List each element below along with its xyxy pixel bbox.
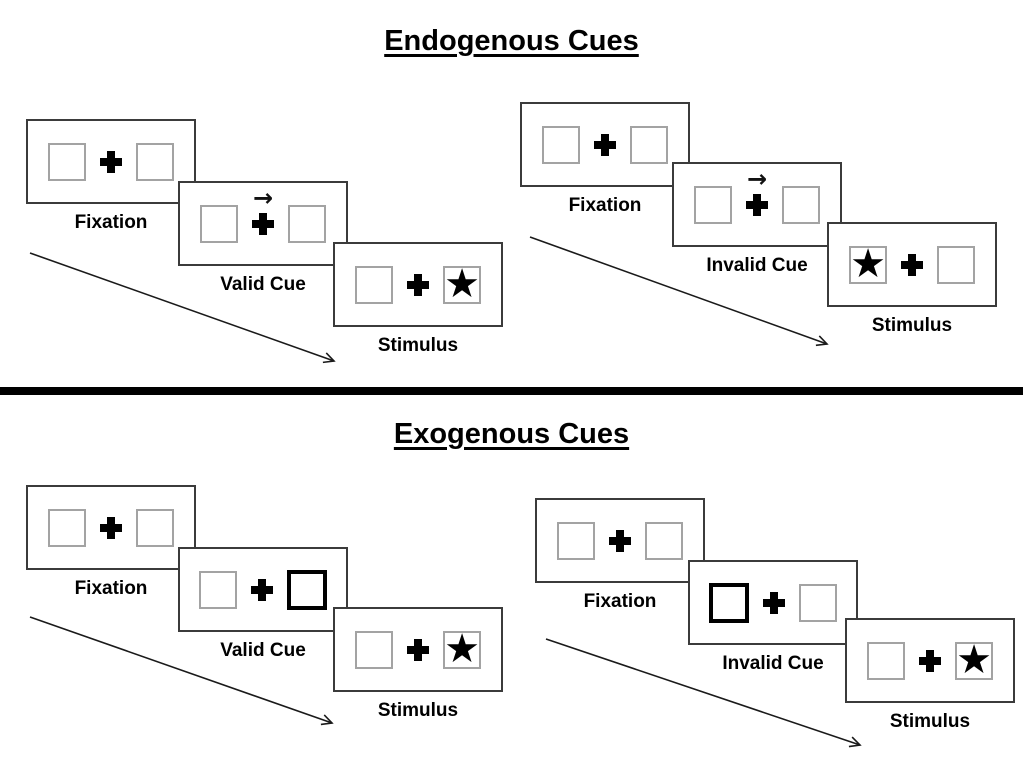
- left-placeholder-box: [355, 630, 393, 669]
- right-placeholder-box: [645, 521, 683, 560]
- stimulus-panel: ★: [845, 618, 1015, 703]
- fixation-cross-icon: [252, 212, 274, 235]
- panel-label: Stimulus: [889, 711, 971, 732]
- highlighted-cue-box: [709, 582, 749, 623]
- fixation-cross-icon: [609, 529, 631, 552]
- left-placeholder-box: [200, 204, 238, 243]
- star-stimulus-box: ★: [955, 636, 993, 683]
- star-icon: ★: [444, 625, 480, 672]
- exogenous-section-title: Exogenous Cues: [393, 418, 630, 450]
- stimulus-panel: ★: [827, 222, 997, 307]
- right-placeholder-box: [630, 125, 668, 164]
- right-placeholder-box: [136, 508, 174, 547]
- right-placeholder-box: [288, 204, 326, 243]
- right-placeholder-box: [799, 583, 837, 622]
- panel-label: Fixation: [74, 212, 148, 233]
- panel-label: Fixation: [74, 578, 148, 599]
- cue-arrow-icon: →: [252, 183, 274, 212]
- fixation-cross-icon: [100, 516, 122, 539]
- panel-label: Valid Cue: [220, 640, 306, 661]
- fixation-cross-icon: [594, 133, 616, 156]
- star-icon: ★: [850, 240, 886, 287]
- fixation-cross-icon: [251, 578, 273, 601]
- left-placeholder-box: [355, 265, 393, 304]
- star-icon: ★: [444, 260, 480, 307]
- left-placeholder-box: [867, 641, 905, 680]
- star-stimulus-box: ★: [443, 625, 481, 672]
- cue-arrow-icon: →: [746, 164, 768, 193]
- left-placeholder-box: [48, 508, 86, 547]
- fixation-cross-icon: [919, 649, 941, 672]
- left-placeholder-box: [557, 521, 595, 560]
- fixation-panel: [535, 498, 705, 583]
- left-placeholder-box: [48, 142, 86, 181]
- panel-label: Invalid Cue: [706, 255, 808, 276]
- panel-label: Fixation: [568, 195, 642, 216]
- panel-label: Stimulus: [377, 335, 459, 356]
- star-stimulus-box: ★: [849, 240, 887, 287]
- panel-label: Invalid Cue: [722, 653, 824, 674]
- star-icon: ★: [956, 636, 992, 683]
- fixation-cross-icon: [763, 591, 785, 614]
- valid-cue-panel: [178, 547, 348, 632]
- star-stimulus-box: ★: [443, 260, 481, 307]
- section-divider: [0, 387, 1023, 395]
- timeline-arrow-exogenous-valid: [29, 616, 334, 726]
- timeline-arrow-endogenous-valid: [29, 252, 336, 364]
- panel-label: Stimulus: [871, 315, 953, 336]
- fixation-cross-icon: [100, 150, 122, 173]
- invalid-cue-panel: →: [672, 162, 842, 247]
- stimulus-panel: ★: [333, 242, 503, 327]
- invalid-cue-panel: [688, 560, 858, 645]
- left-placeholder-box: [542, 125, 580, 164]
- highlighted-cue-box: [287, 569, 327, 610]
- fixation-panel: [520, 102, 690, 187]
- fixation-cross-icon: [407, 273, 429, 296]
- valid-cue-panel: →: [178, 181, 348, 266]
- right-placeholder-box: [937, 245, 975, 284]
- fixation-panel: [26, 485, 196, 570]
- right-placeholder-box: [782, 185, 820, 224]
- panel-label: Stimulus: [377, 700, 459, 721]
- right-placeholder-box: [136, 142, 174, 181]
- left-placeholder-box: [694, 185, 732, 224]
- stimulus-panel: ★: [333, 607, 503, 692]
- endogenous-section-title: Endogenous Cues: [384, 25, 639, 57]
- fixation-cross-icon: [746, 193, 768, 216]
- timeline-arrow-endogenous-invalid: [529, 236, 829, 347]
- panel-label: Fixation: [583, 591, 657, 612]
- panel-label: Valid Cue: [220, 274, 306, 295]
- left-placeholder-box: [199, 570, 237, 609]
- fixation-panel: [26, 119, 196, 204]
- fixation-cross-icon: [407, 638, 429, 661]
- fixation-cross-icon: [901, 253, 923, 276]
